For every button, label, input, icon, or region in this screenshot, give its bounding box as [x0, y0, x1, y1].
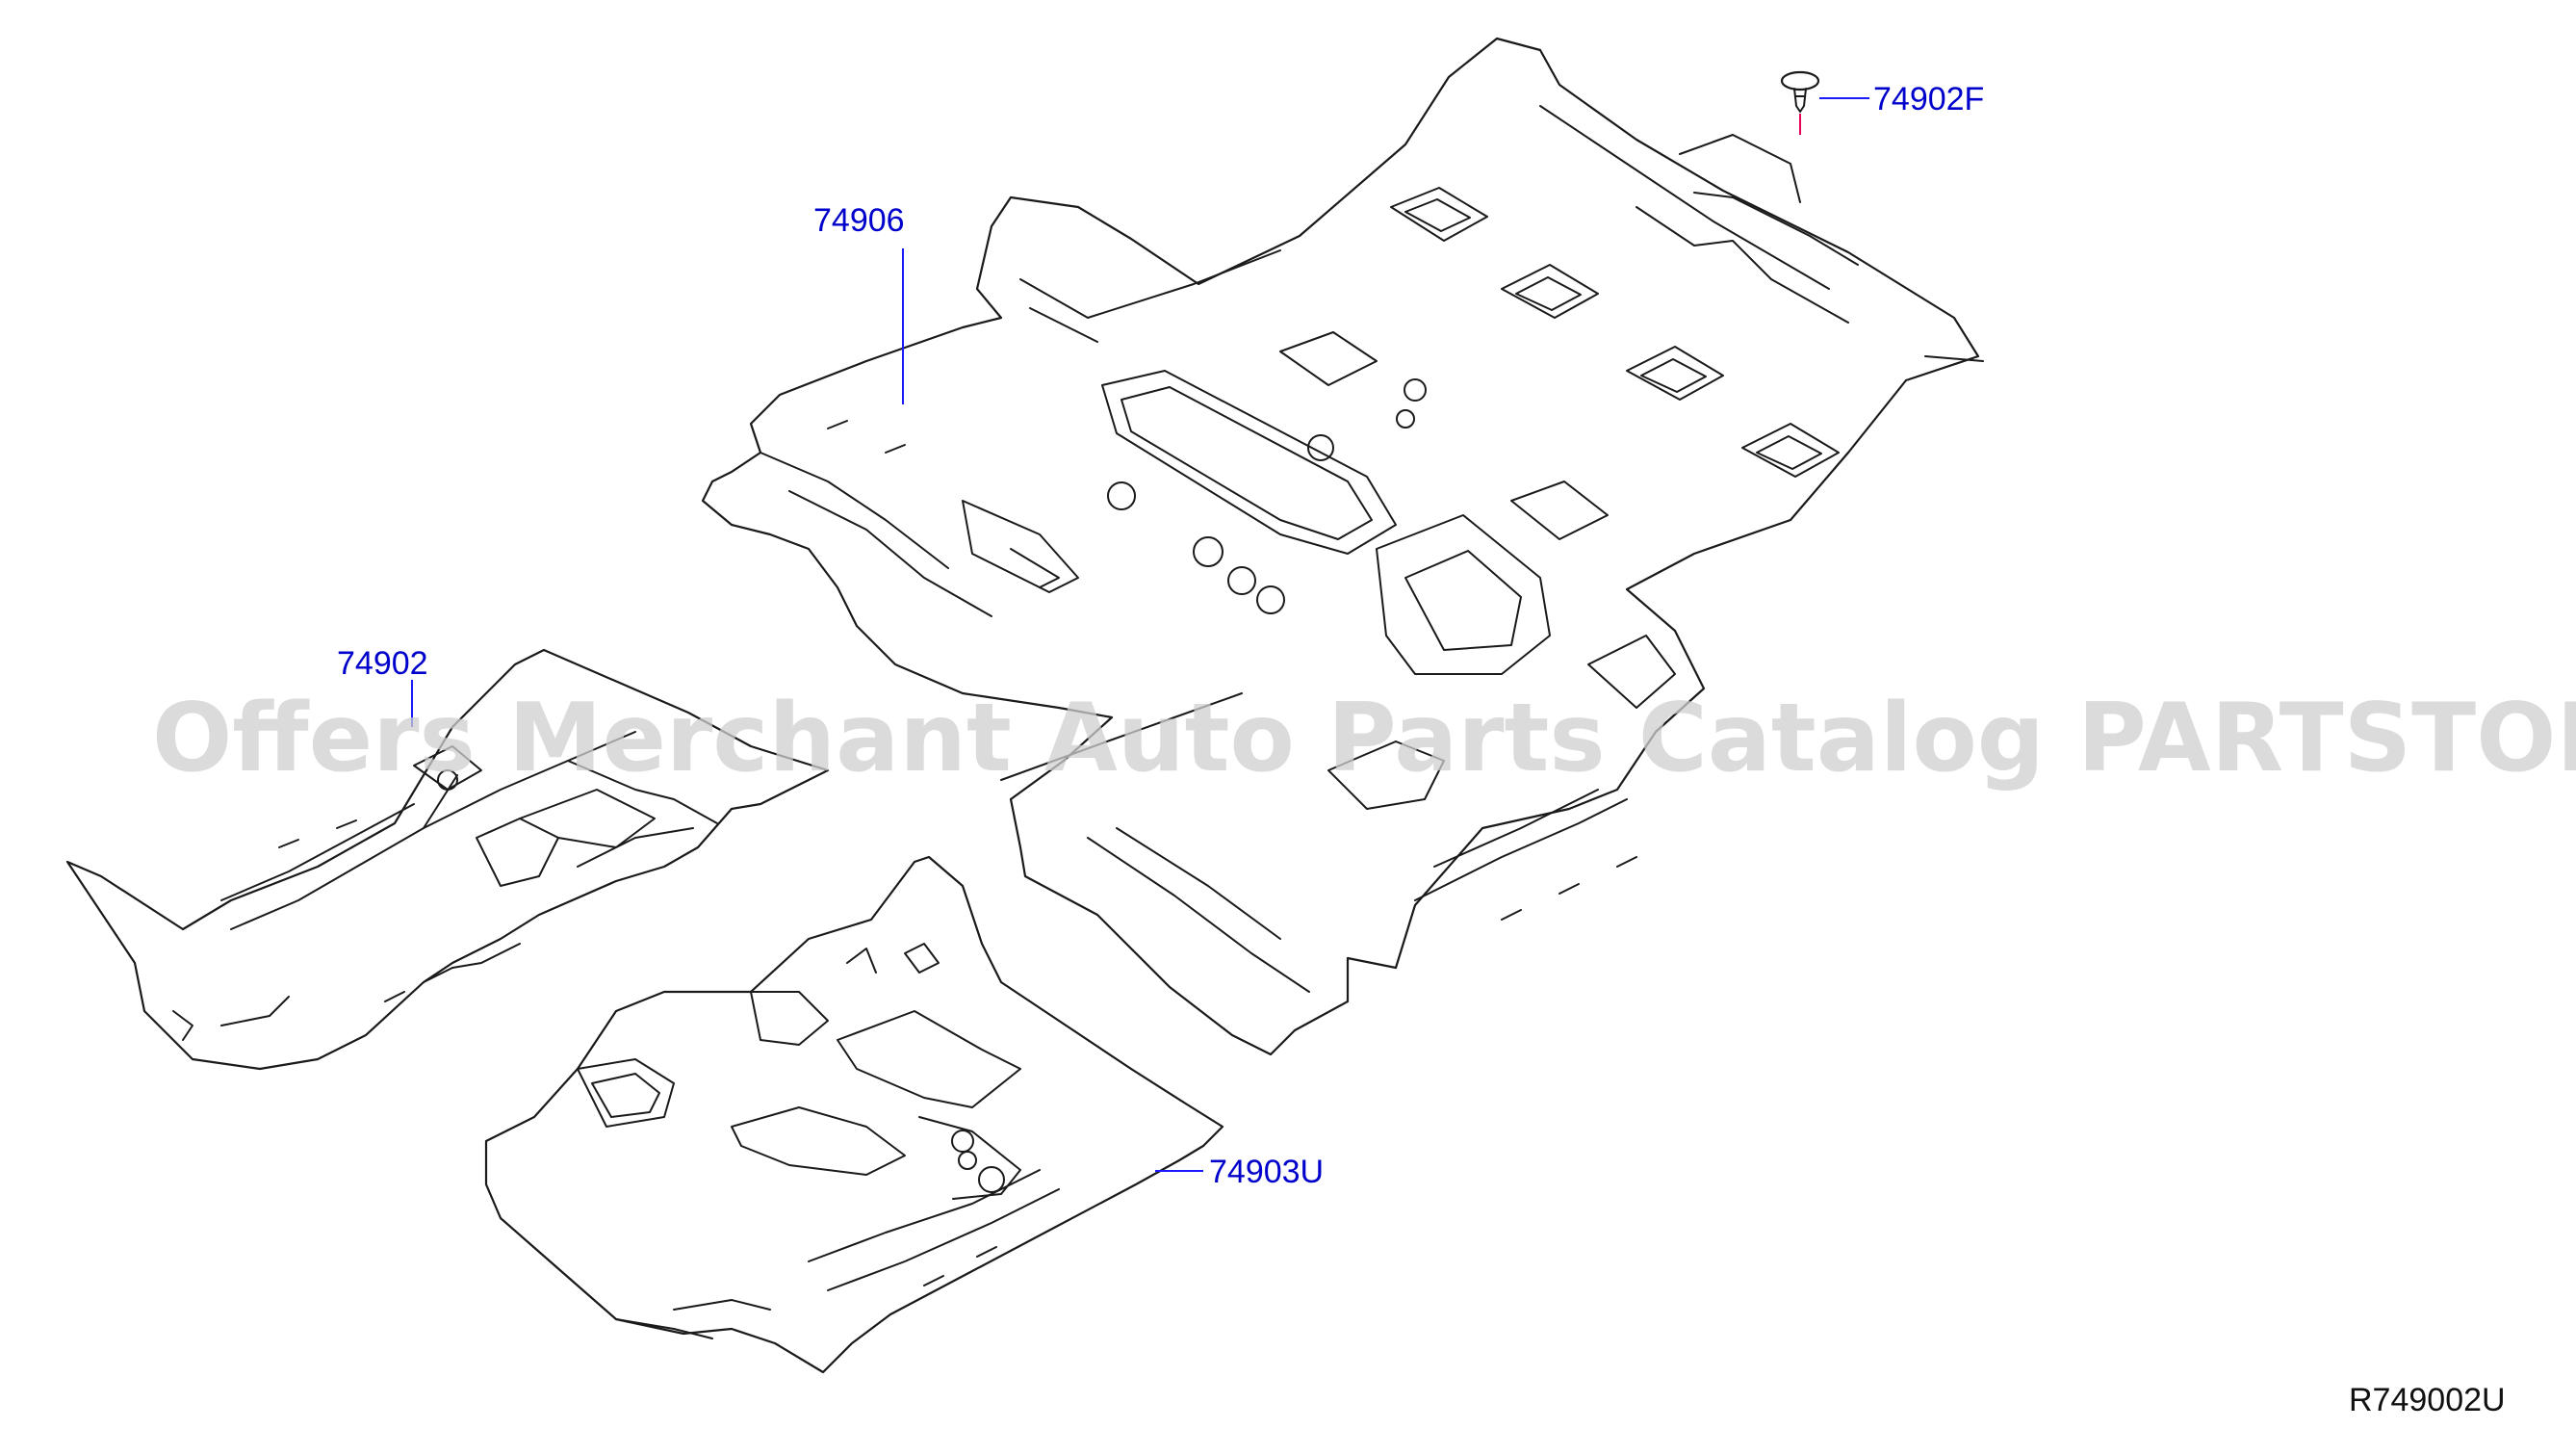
callout-74903u: 74903U	[1209, 1154, 1324, 1190]
front-left-carpet-74902	[65, 648, 830, 1071]
callout-74902f: 74902F	[1873, 81, 1984, 117]
main-carpet-74906	[701, 37, 1984, 1056]
diagram-reference-code: R749002U	[2349, 1382, 2506, 1418]
clip-74902f	[1780, 70, 1820, 113]
callout-74902: 74902	[337, 645, 428, 682]
watermark-text: Offers Merchant Auto Parts Catalog PARTS…	[152, 684, 2576, 793]
callout-74906: 74906	[813, 202, 905, 239]
front-right-carpet-74903u	[484, 855, 1224, 1374]
